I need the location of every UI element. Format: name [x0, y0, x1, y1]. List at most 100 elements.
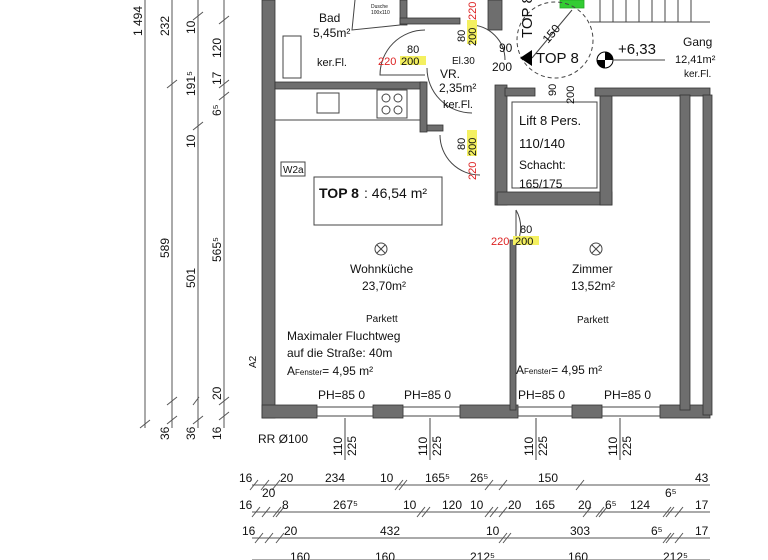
- svg-text:20: 20: [578, 498, 592, 512]
- svg-text:10: 10: [470, 498, 484, 512]
- svg-text:10: 10: [184, 20, 198, 34]
- svg-text:501: 501: [184, 268, 198, 288]
- svg-text:212⁵: 212⁵: [663, 550, 688, 560]
- svg-text:220: 220: [467, 2, 479, 20]
- svg-text:17: 17: [695, 524, 709, 538]
- section-marker-a2: A2: [248, 355, 259, 368]
- svg-text:6⁵: 6⁵: [210, 104, 224, 116]
- window-area-wohnkueche: AFenster= 4,95 m²: [287, 364, 373, 378]
- svg-text:303: 303: [570, 524, 590, 538]
- svg-text:80: 80: [456, 138, 468, 150]
- window-ph: PH=85 0: [318, 388, 365, 402]
- level-marker-icon: [596, 51, 665, 69]
- svg-text:432: 432: [380, 524, 400, 538]
- svg-text:10: 10: [380, 471, 394, 485]
- svg-text:43: 43: [695, 471, 709, 485]
- lift-label: Lift 8 Pers.: [519, 113, 581, 128]
- svg-text:225: 225: [536, 436, 550, 456]
- svg-text:110: 110: [606, 437, 620, 456]
- unit-tag-rotated: TOP 8: [519, 0, 536, 38]
- svg-text:8: 8: [282, 498, 289, 512]
- svg-text:225: 225: [430, 436, 444, 456]
- svg-text:225: 225: [345, 436, 359, 456]
- shower-size: 100x110: [371, 10, 390, 16]
- door-labels: 80 200 220 80 200 220 90 200 80 200 220 …: [378, 2, 577, 248]
- windows: [316, 406, 661, 460]
- room-area-wohnkueche: 23,70m²: [362, 279, 406, 293]
- room-floor-zimmer: Parkett: [577, 315, 609, 326]
- svg-text:200: 200: [565, 86, 577, 104]
- room-floor-vr: ker.Fl.: [443, 99, 473, 111]
- room-floor-bad: ker.Fl.: [317, 57, 347, 69]
- unit-title: TOP 8: [319, 185, 359, 201]
- svg-text:589: 589: [158, 238, 172, 258]
- unit-tag: TOP 8: [536, 50, 579, 67]
- bottom-dimensions: 16 20 20 234 10 165⁵ 26⁵ 150 43 6⁵ 16 8 …: [239, 471, 710, 560]
- svg-text:110: 110: [416, 437, 430, 456]
- svg-text:10: 10: [403, 498, 417, 512]
- light-icons: [374, 242, 603, 256]
- svg-text:20: 20: [210, 386, 224, 400]
- svg-text:212⁵: 212⁵: [470, 550, 495, 560]
- svg-text:220: 220: [491, 236, 509, 248]
- svg-text:225: 225: [620, 436, 634, 456]
- svg-text:80: 80: [520, 224, 532, 236]
- svg-text:120: 120: [210, 38, 224, 58]
- room-name-wohnkueche: Wohnküche: [350, 262, 413, 276]
- svg-text:26⁵: 26⁵: [470, 471, 488, 485]
- svg-text:20: 20: [508, 498, 522, 512]
- room-name-gang: Gang: [683, 35, 712, 49]
- svg-text:565⁵: 565⁵: [210, 237, 224, 262]
- svg-text:10: 10: [184, 134, 198, 148]
- svg-text:200: 200: [467, 138, 479, 156]
- room-area-vr: 2,35m²: [439, 81, 476, 95]
- svg-text:80: 80: [407, 44, 419, 56]
- room-name-zimmer: Zimmer: [572, 262, 613, 276]
- svg-text:36: 36: [184, 426, 198, 440]
- svg-text:90: 90: [499, 41, 513, 55]
- stairs-icon: [590, 0, 710, 23]
- lift-size: 110/140: [519, 136, 565, 151]
- fixtures: [274, 0, 710, 121]
- svg-text:17: 17: [695, 498, 709, 512]
- svg-text:234: 234: [325, 471, 345, 485]
- shaft-label: Schacht:: [519, 158, 566, 172]
- escape-route-line1: Maximaler Fluchtweg: [287, 329, 400, 343]
- svg-text:191⁵: 191⁵: [184, 71, 198, 96]
- svg-text:160: 160: [568, 550, 588, 560]
- room-area-gang: 12,41m²: [675, 54, 716, 66]
- svg-text:220: 220: [467, 162, 479, 180]
- svg-text:124: 124: [630, 498, 650, 512]
- unit-area-box: [313, 176, 443, 226]
- svg-text:110: 110: [522, 437, 536, 456]
- svg-text:200: 200: [467, 28, 479, 46]
- window-area-zimmer: AFenster= 4,95 m²: [516, 363, 602, 377]
- svg-text:110: 110: [331, 437, 345, 456]
- room-floor-wohnkueche: Parkett: [366, 314, 398, 325]
- window-ph: PH=85 0: [518, 388, 565, 402]
- svg-text:232: 232: [158, 16, 172, 36]
- unit-area: : 46,54 m²: [364, 185, 427, 201]
- room-area-bad: 5,45m²: [313, 26, 350, 40]
- svg-text:16: 16: [239, 471, 253, 485]
- svg-text:16: 16: [242, 524, 256, 538]
- svg-text:16: 16: [239, 498, 253, 512]
- wall-tag-w2a: W2a: [283, 165, 304, 176]
- svg-text:267⁵: 267⁵: [333, 498, 358, 512]
- svg-text:10: 10: [486, 524, 500, 538]
- svg-text:200: 200: [401, 56, 419, 68]
- svg-text:160: 160: [375, 550, 395, 560]
- window-ph: PH=85 0: [404, 388, 451, 402]
- svg-text:16: 16: [210, 426, 224, 440]
- svg-text:90: 90: [547, 84, 559, 96]
- svg-text:165: 165: [535, 498, 555, 512]
- svg-text:6⁵: 6⁵: [605, 498, 617, 512]
- svg-text:80: 80: [456, 30, 468, 42]
- shaft-size: 165/175: [519, 177, 563, 191]
- window-ph: PH=85 0: [604, 388, 651, 402]
- shower-label: Dusche: [371, 4, 388, 10]
- svg-text:165⁵: 165⁵: [425, 471, 450, 485]
- svg-text:220: 220: [378, 56, 396, 68]
